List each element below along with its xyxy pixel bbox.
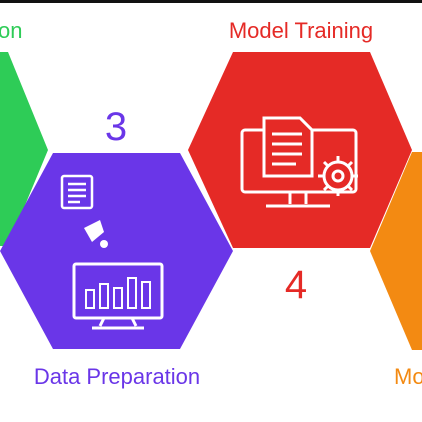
hexagon-step-5 xyxy=(370,152,422,350)
funnel-icon xyxy=(84,220,108,248)
step-label-partial-right: Mo xyxy=(394,364,422,389)
step-label-model-training: Model Training xyxy=(229,18,373,43)
top-border xyxy=(0,0,422,3)
step-label-data-preparation: Data Preparation xyxy=(34,364,200,389)
step-label-partial-left: on xyxy=(0,18,22,43)
document-icon xyxy=(60,174,94,210)
step-number-3: 3 xyxy=(105,105,127,149)
hexagon-step-2 xyxy=(0,52,48,246)
document-monitor-gear-icon xyxy=(240,116,358,208)
hexagon-data-preparation xyxy=(0,153,233,349)
step-number-4: 4 xyxy=(285,263,307,307)
bar-chart-monitor-icon xyxy=(72,262,164,330)
